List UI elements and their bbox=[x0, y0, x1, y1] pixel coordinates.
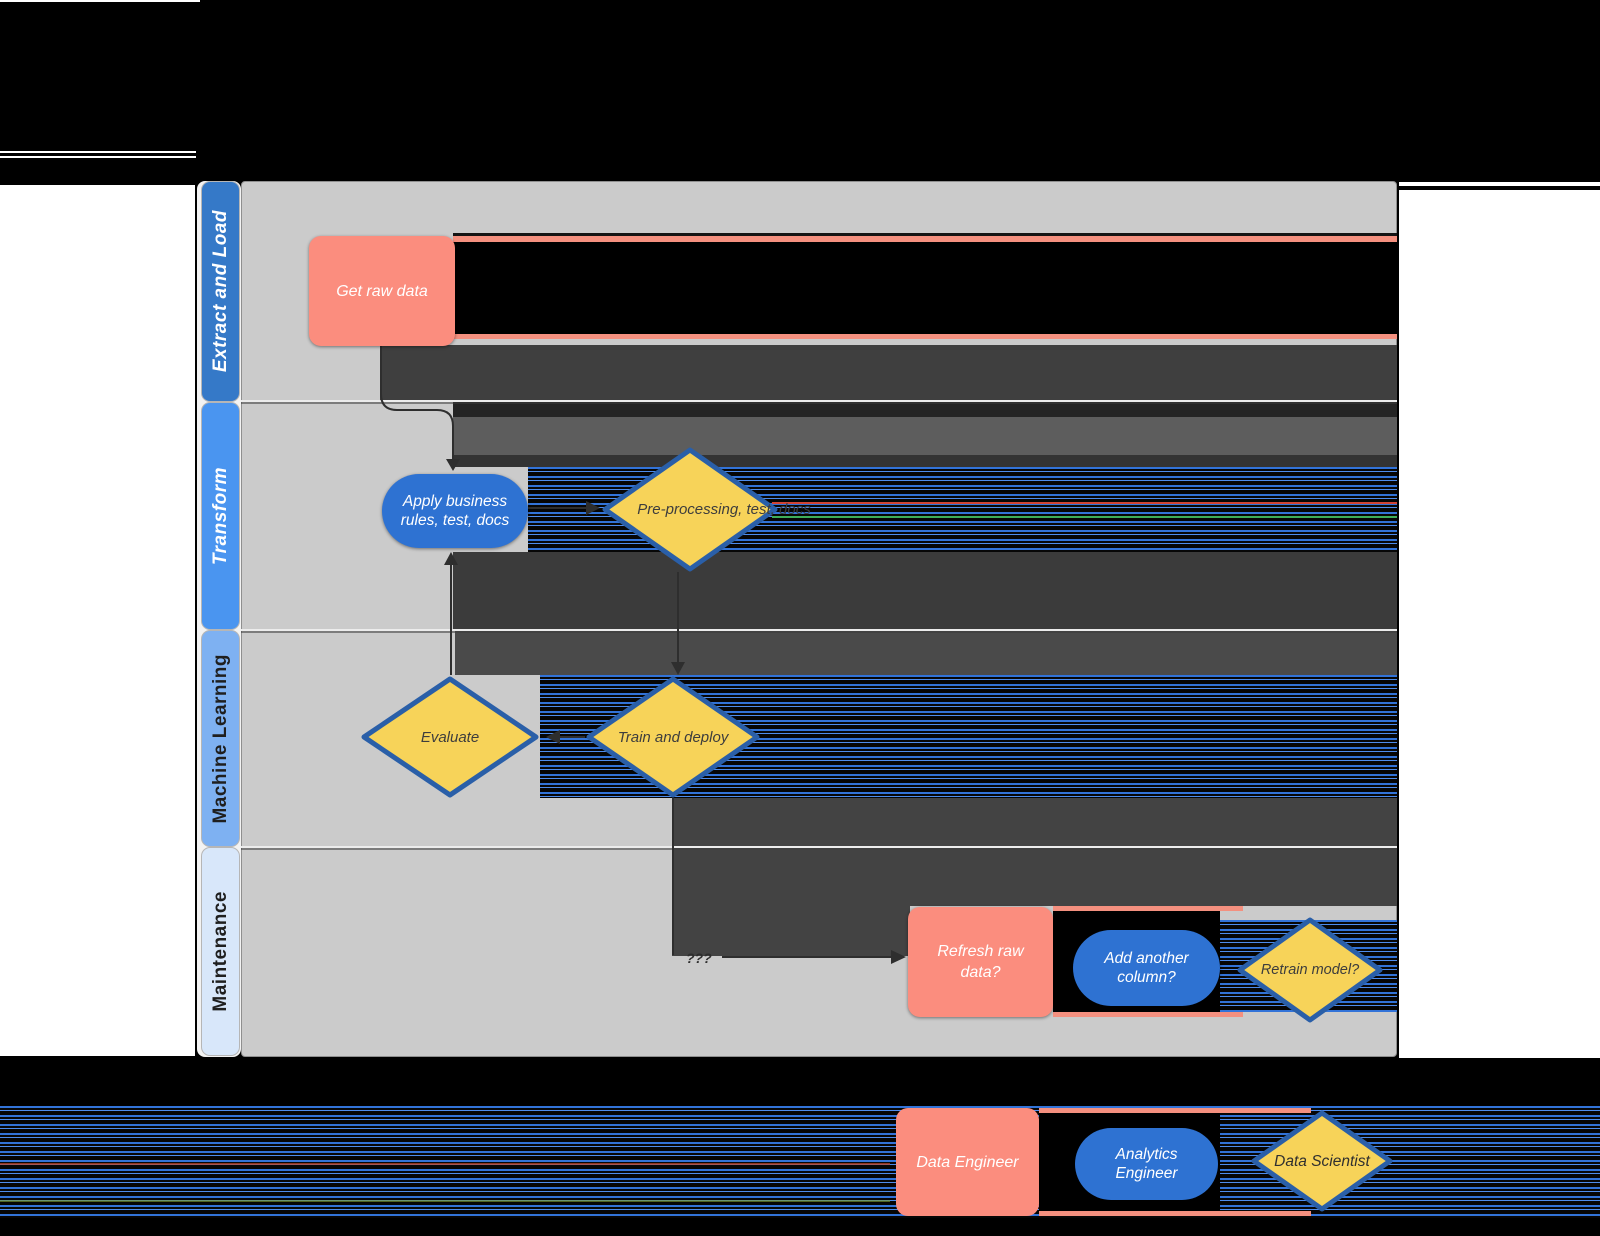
node-label: Train and deploy bbox=[617, 728, 729, 746]
legend-item-data-scientist[interactable]: Data Scientist bbox=[1250, 1109, 1394, 1213]
page-margin-right bbox=[1399, 190, 1600, 1058]
white-streak-top bbox=[0, 0, 200, 2]
smear-red-line bbox=[772, 502, 1397, 504]
node-apply-business-rules[interactable]: Apply business rules, test, docs bbox=[382, 474, 528, 548]
lane-header-maintenance: Maintenance bbox=[202, 848, 239, 1055]
smear-band bbox=[1039, 1211, 1311, 1216]
node-retrain-model[interactable]: Retrain model? bbox=[1236, 916, 1384, 1024]
node-label: Pre-processing, test, docs bbox=[637, 501, 811, 518]
diamond-shape-icon bbox=[586, 676, 760, 798]
arrowhead-right-icon bbox=[586, 501, 600, 515]
node-label: Retrain model? bbox=[1260, 961, 1360, 978]
arrow-getraw-to-apply bbox=[380, 346, 454, 459]
node-label: Get raw data bbox=[336, 282, 428, 300]
lane-divider bbox=[241, 629, 1397, 631]
smear-band bbox=[453, 417, 1397, 455]
smear-band bbox=[453, 402, 1397, 417]
node-label: Refresh raw data? bbox=[937, 943, 1024, 981]
smear-band bbox=[453, 236, 1397, 242]
page-margin-left bbox=[0, 185, 195, 1056]
arrowhead-down-icon bbox=[671, 662, 685, 675]
diamond-shape-icon bbox=[1237, 917, 1383, 1023]
node-refresh-raw-data[interactable]: Refresh raw data? bbox=[908, 907, 1053, 1017]
legend-label: Analytics Engineer bbox=[1115, 1146, 1178, 1182]
arrowhead-down-icon bbox=[446, 459, 460, 471]
white-streak-right bbox=[1399, 182, 1600, 186]
smear-band bbox=[453, 334, 1397, 339]
lane-divider bbox=[241, 400, 1397, 402]
node-evaluate[interactable]: Evaluate bbox=[360, 675, 540, 799]
lane-header-extract-and-load: Extract and Load bbox=[202, 182, 239, 401]
legend-label: Data Scientist bbox=[1274, 1152, 1370, 1170]
connector-glyphs: ??? bbox=[686, 950, 712, 966]
node-pre-processing[interactable]: Pre-processing, test, docs bbox=[601, 446, 811, 573]
smear-green-line bbox=[0, 1200, 890, 1202]
white-streak-left-2 bbox=[0, 156, 196, 158]
legend-item-data-engineer[interactable]: Data Engineer bbox=[896, 1108, 1039, 1216]
smear-band bbox=[1039, 1108, 1311, 1113]
legend-label: Data Engineer bbox=[916, 1153, 1019, 1171]
diamond-shape-icon bbox=[1251, 1110, 1393, 1212]
smear-band bbox=[453, 233, 1397, 236]
node-get-raw-data[interactable]: Get raw data bbox=[309, 236, 455, 346]
lane-header-transform: Transform bbox=[202, 403, 239, 629]
legend-item-analytics-engineer[interactable]: Analytics Engineer bbox=[1075, 1128, 1218, 1200]
arrowhead-right-icon bbox=[891, 950, 906, 964]
arrowhead-up-icon bbox=[444, 552, 458, 565]
smear-band bbox=[380, 345, 1397, 401]
node-label: Apply business rules, test, docs bbox=[400, 493, 510, 529]
diamond-shape-icon bbox=[361, 676, 539, 798]
smear-band bbox=[672, 906, 910, 956]
node-label: Evaluate bbox=[420, 728, 480, 746]
smear-band bbox=[1053, 906, 1243, 911]
smear-red-line bbox=[0, 1163, 890, 1165]
white-streak-left-1 bbox=[0, 151, 196, 153]
node-train-and-deploy[interactable]: Train and deploy bbox=[585, 675, 761, 799]
node-label: Add another column? bbox=[1104, 950, 1189, 986]
arrowhead-left-icon bbox=[546, 730, 560, 744]
diamond-shape-icon bbox=[602, 447, 778, 572]
node-add-another-column[interactable]: Add another column? bbox=[1073, 930, 1220, 1006]
smear-band bbox=[455, 630, 1397, 675]
smear-band bbox=[1053, 1012, 1243, 1017]
smear-band bbox=[672, 798, 1397, 906]
lane-divider bbox=[241, 846, 1397, 848]
smear-green-line bbox=[772, 516, 1397, 518]
lane-header-machine-learning: Machine Learning bbox=[202, 631, 239, 846]
smear-band bbox=[453, 242, 1397, 334]
smear-band bbox=[453, 552, 1397, 630]
